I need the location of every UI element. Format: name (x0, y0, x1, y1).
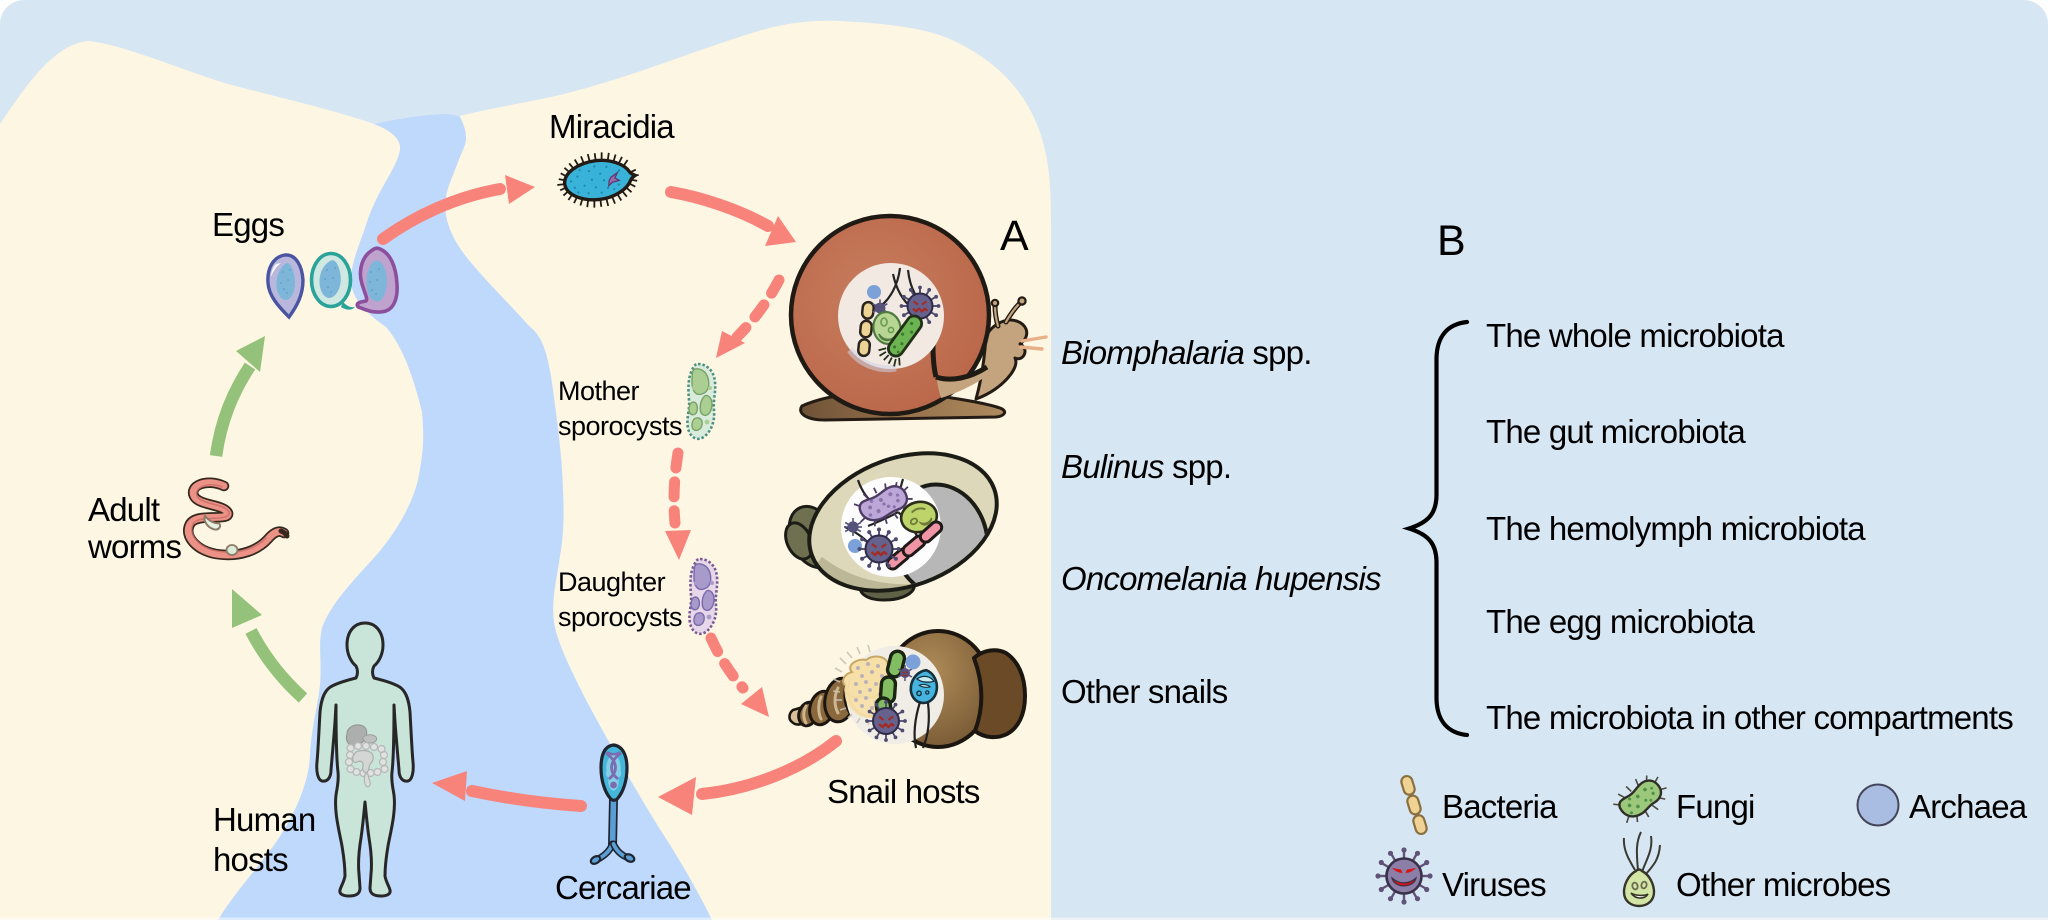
svg-text:The microbiota in other compar: The microbiota in other compartments (1486, 699, 2013, 736)
svg-text:A: A (1000, 212, 1029, 260)
svg-text:Bacteria: Bacteria (1442, 788, 1558, 825)
svg-text:Cercariae: Cercariae (555, 869, 691, 906)
svg-text:worms: worms (87, 528, 181, 565)
svg-text:Bulinus spp.: Bulinus spp. (1061, 448, 1231, 485)
svg-text:The gut microbiota: The gut microbiota (1486, 413, 1746, 450)
svg-text:Mother: Mother (558, 376, 640, 406)
svg-text:Archaea: Archaea (1909, 788, 2028, 825)
svg-text:B: B (1437, 217, 1465, 265)
svg-text:Biomphalaria spp.: Biomphalaria spp. (1061, 334, 1312, 371)
svg-text:Human: Human (213, 801, 315, 838)
svg-text:Other microbes: Other microbes (1676, 866, 1891, 903)
svg-text:Viruses: Viruses (1442, 866, 1546, 903)
svg-text:Snail hosts: Snail hosts (827, 773, 980, 810)
svg-text:The egg microbiota: The egg microbiota (1486, 603, 1756, 640)
svg-text:Fungi: Fungi (1676, 788, 1755, 825)
svg-text:The hemolymph microbiota: The hemolymph microbiota (1486, 510, 1866, 547)
svg-text:Adult: Adult (88, 491, 160, 528)
svg-text:Other snails: Other snails (1061, 673, 1228, 710)
svg-text:sporocysts: sporocysts (558, 602, 682, 632)
svg-text:Eggs: Eggs (212, 206, 284, 243)
svg-text:The whole microbiota: The whole microbiota (1486, 317, 1785, 354)
svg-text:sporocysts: sporocysts (558, 411, 682, 441)
svg-text:Daughter: Daughter (558, 567, 666, 597)
svg-text:hosts: hosts (213, 841, 288, 878)
svg-text:Oncomelania hupensis: Oncomelania hupensis (1061, 560, 1381, 597)
svg-text:Miracidia: Miracidia (549, 108, 675, 145)
